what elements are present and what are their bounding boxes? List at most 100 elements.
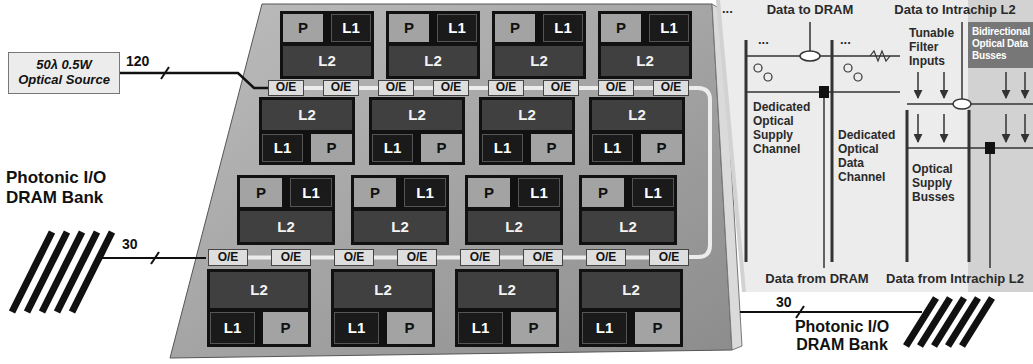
processor-core-box: P bbox=[468, 178, 510, 207]
node-text: O/E bbox=[218, 251, 239, 265]
processor-core-box: P bbox=[389, 14, 429, 42]
l2-cache-box: L2 bbox=[495, 46, 583, 76]
signal-wire bbox=[961, 22, 963, 99]
l2-cache-box: L2 bbox=[592, 100, 682, 130]
l1-cache-box: L1 bbox=[331, 14, 371, 42]
l2-cache-box: L2 bbox=[601, 46, 689, 76]
node-text: L1 bbox=[224, 319, 242, 336]
optical-waveguide bbox=[500, 256, 523, 260]
optical-waveguide bbox=[626, 256, 649, 260]
optical-waveguide bbox=[524, 86, 543, 90]
dram-bank-stripe bbox=[72, 232, 112, 312]
l2-cache-box: L2 bbox=[468, 211, 560, 242]
optical-waveguide bbox=[579, 86, 598, 90]
l1-cache-box: L1 bbox=[210, 312, 255, 344]
core-tile bbox=[589, 97, 685, 165]
node-text: L2 bbox=[424, 52, 442, 69]
core-tile bbox=[579, 269, 683, 347]
node-text: O/E bbox=[533, 251, 554, 265]
node-text: P bbox=[510, 19, 520, 36]
inset-dark-band bbox=[968, 22, 1033, 68]
optical-waveguide bbox=[634, 86, 653, 90]
l2-cache-box: L2 bbox=[334, 272, 432, 308]
l1-cache-box: L1 bbox=[262, 134, 303, 162]
optical-waveguide bbox=[248, 256, 271, 260]
node-text: P bbox=[598, 184, 608, 201]
processor-core-box: P bbox=[495, 14, 535, 42]
node-text: L1 bbox=[342, 19, 360, 36]
processor-core-box: P bbox=[582, 178, 624, 207]
node-text: L1 bbox=[554, 19, 572, 36]
ring-filter bbox=[764, 73, 772, 81]
l2-cache-box: L2 bbox=[354, 211, 446, 242]
oe-converter-box: O/E bbox=[208, 249, 248, 266]
l2-cache-box: L2 bbox=[458, 272, 556, 308]
node-text: O/E bbox=[596, 251, 617, 265]
processor-core-box: P bbox=[421, 134, 462, 162]
dram-bus-wire bbox=[98, 257, 206, 259]
node-text: L1 bbox=[494, 139, 512, 156]
dram-bank-label: Photonic I/O DRAM Bank bbox=[786, 318, 898, 354]
processor-core-box: P bbox=[531, 134, 572, 162]
oe-converter-box: O/E bbox=[334, 249, 374, 266]
oe-converter-box: O/E bbox=[649, 249, 689, 266]
node-text: L2 bbox=[636, 52, 654, 69]
core-tile bbox=[479, 97, 575, 165]
modulator-squiggle bbox=[870, 51, 890, 61]
oe-converter-box: O/E bbox=[523, 249, 563, 266]
node-text: P bbox=[298, 19, 308, 36]
node-text: O/E bbox=[470, 251, 491, 265]
ring-filter bbox=[844, 64, 852, 72]
bus-width-slash bbox=[151, 252, 159, 264]
core-tile bbox=[237, 175, 335, 245]
l1-cache-box: L1 bbox=[437, 14, 477, 42]
processor-core-box: P bbox=[240, 178, 282, 207]
node-text: L2 bbox=[498, 281, 516, 298]
node-text: L1 bbox=[274, 139, 292, 156]
l2-cache-box: L2 bbox=[240, 211, 332, 242]
ring-filter bbox=[754, 64, 762, 72]
node-text: L2 bbox=[628, 106, 646, 123]
oe-converter-box: O/E bbox=[397, 249, 437, 266]
waveguide-loop bbox=[684, 88, 710, 257]
bus-width-number: 30 bbox=[122, 236, 138, 252]
l1-cache-box: L1 bbox=[458, 312, 503, 344]
node-text: P bbox=[280, 319, 290, 336]
signal-label: Data to DRAM bbox=[745, 3, 875, 18]
node-text: L1 bbox=[604, 139, 622, 156]
node-text: P bbox=[652, 319, 662, 336]
supply-bus-waveguide bbox=[906, 110, 909, 262]
node-text: O/E bbox=[407, 251, 428, 265]
node-text: L1 bbox=[416, 184, 434, 201]
filter-input-arrow bbox=[1024, 72, 1026, 98]
core-tile bbox=[369, 97, 465, 165]
bus-label: Bidirectional Optical Data Busses bbox=[972, 26, 1033, 62]
node-text: L1 bbox=[384, 139, 402, 156]
optical-waveguide bbox=[311, 256, 334, 260]
filter-input-arrow bbox=[917, 114, 919, 142]
waveguide bbox=[746, 55, 900, 57]
node-text: P bbox=[656, 139, 666, 156]
l1-cache-box: L1 bbox=[543, 14, 583, 42]
oe-converter-box: O/E bbox=[433, 80, 469, 96]
node-text: P bbox=[370, 184, 380, 201]
data-channel-waveguide bbox=[831, 40, 834, 262]
bus-width-slash bbox=[796, 306, 804, 318]
node-text: L2 bbox=[518, 106, 536, 123]
node-text: L1 bbox=[596, 319, 614, 336]
bus-width-number: 120 bbox=[126, 53, 149, 69]
l1-cache-box: L1 bbox=[518, 178, 560, 207]
ring-filter bbox=[854, 73, 862, 81]
optical-waveguide bbox=[437, 256, 460, 260]
filter-input-arrow bbox=[1005, 72, 1007, 98]
node-text: P bbox=[404, 319, 414, 336]
l1-cache-box: L1 bbox=[582, 312, 627, 344]
node-text: L1 bbox=[472, 319, 490, 336]
node-text: O/E bbox=[331, 81, 352, 95]
node-text: P bbox=[484, 184, 494, 201]
oe-converter-box: O/E bbox=[323, 80, 359, 96]
core-tile bbox=[259, 97, 355, 165]
ellipsis-mark: ... bbox=[758, 33, 769, 48]
node-text: O/E bbox=[344, 251, 365, 265]
